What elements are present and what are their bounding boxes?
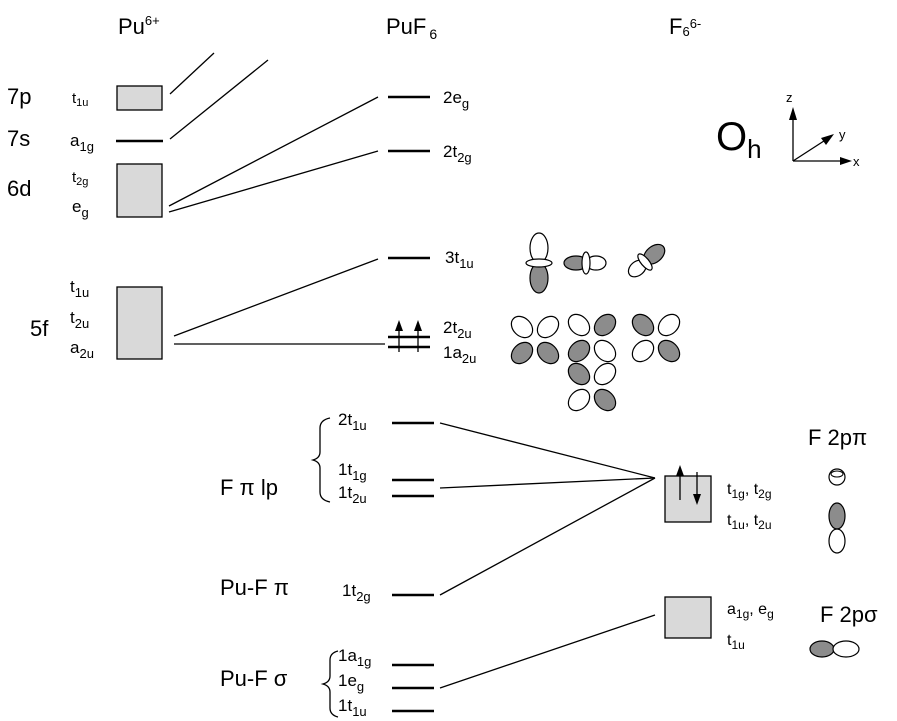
irrep-eg-6d: eg <box>72 197 89 220</box>
f-pi-irreps-row1: t1g, t2g <box>727 481 772 501</box>
irrep-t1u-5f: t1u <box>70 277 89 300</box>
mo-1t2g-label: 1t2g <box>342 581 371 604</box>
pu-5f-band <box>116 286 163 360</box>
f-sigma-irreps-row1: a1g, eg <box>727 601 774 621</box>
irrep-a1g-7s: a1g <box>70 131 94 154</box>
f-orbital-1-icon <box>510 315 560 365</box>
correlation-lines-pu <box>168 52 385 345</box>
correlation-lines-f <box>439 422 656 689</box>
mo-1a1g-label: 1a1g <box>338 646 371 669</box>
mo-occupied-f-levels <box>388 320 430 352</box>
mo-3t1u-label: 3t1u <box>445 248 474 271</box>
f-2p-pi-end-on-icon <box>828 468 846 486</box>
f-2p-sigma-band <box>664 596 712 639</box>
p-orbital-x-icon <box>563 251 607 275</box>
brace-f-pi-lp <box>310 417 331 503</box>
mo-2eg-label: 2eg <box>443 88 469 111</box>
axis-x-label: x <box>853 154 860 169</box>
f-sigma-irreps-row2: t1u <box>727 632 745 652</box>
mo-1t1g-label: 1t1g <box>338 460 367 483</box>
brace-pu-f-sigma <box>320 650 339 718</box>
shell-7p-label: 7p <box>7 84 31 109</box>
mo-2t2u-label: 2t2u <box>443 318 472 341</box>
axis-z-label: z <box>786 90 793 105</box>
axis-y-label: y <box>839 127 846 142</box>
f-2p-pi-band <box>664 475 712 523</box>
f-2p-sigma-icon <box>809 640 860 658</box>
group-pu-f-sigma-label: Pu-F σ <box>220 666 288 691</box>
irrep-t1u-7p: t1u <box>72 90 88 109</box>
group-f-pi-lp-label: F π lp <box>220 475 278 500</box>
f-pi-irreps-row2: t1u, t2u <box>727 512 772 532</box>
mo-1t2u-label: 1t2u <box>338 483 367 506</box>
p-orbital-y-icon <box>627 243 666 278</box>
irrep-a2u-5f: a2u <box>70 338 94 361</box>
header-f6-ligand: F66- <box>669 14 701 39</box>
header-pu-ion: Pu6+ <box>118 13 160 39</box>
f-orbital-3-icon <box>631 313 681 363</box>
point-group-label: Oh <box>716 115 762 164</box>
shell-6d-label: 6d <box>7 176 31 201</box>
mo-1a2u-label: 1a2u <box>443 343 476 366</box>
shell-7s-label: 7s <box>7 126 30 151</box>
irrep-t2u-5f: t2u <box>70 308 89 331</box>
p-orbital-z-icon <box>525 232 553 294</box>
f-2p-pi-label: F 2pπ <box>808 425 867 450</box>
f-pi-electron-pair-icon <box>676 465 701 505</box>
f-orbital-4-icon <box>567 362 617 412</box>
coordinate-axes: z y x <box>786 90 860 169</box>
mo-2t1u-label: 2t1u <box>338 410 367 433</box>
pu-7p-band <box>116 85 163 111</box>
mo-1t1u-label: 1t1u <box>338 696 367 719</box>
mo-1eg-label: 1eg <box>338 671 364 694</box>
f-2p-pi-side-icon <box>828 502 846 554</box>
shell-5f-label: 5f <box>30 316 49 341</box>
f-orbital-2-icon <box>567 313 617 363</box>
group-pu-f-pi-label: Pu-F π <box>220 575 289 600</box>
f-2p-sigma-label: F 2pσ <box>820 602 878 627</box>
pu-6d-band <box>116 163 163 218</box>
mo-2t2g-label: 2t2g <box>443 142 472 165</box>
irrep-t2g-6d: t2g <box>72 169 88 188</box>
